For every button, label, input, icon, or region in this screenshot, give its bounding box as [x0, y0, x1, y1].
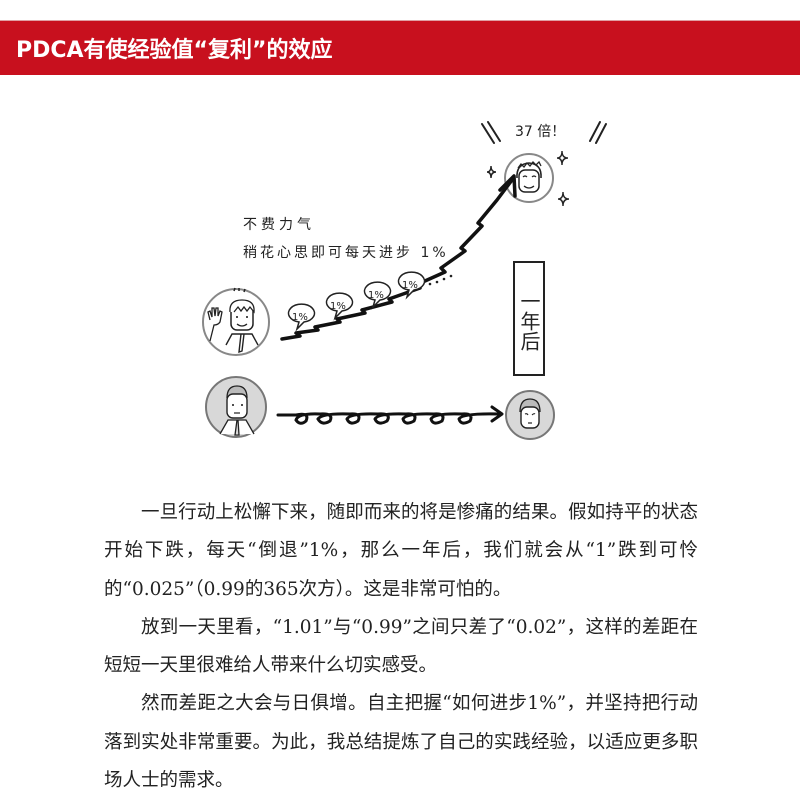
one-year-later-label: 一年后 — [517, 291, 541, 351]
waving-person-avatar — [202, 287, 270, 356]
illustration-drawing — [202, 121, 607, 440]
stagnant-loop-line-icon — [276, 412, 502, 425]
section-title: PDCA有使经验值“复利”的效应 — [16, 38, 333, 63]
ellipsis-dots — [428, 274, 453, 286]
caption-line-1: 不费力气 — [243, 217, 315, 233]
compound-growth-illustration: 37 倍！ 不费力气 稍花心思即可每天进步 1% 1% 1% 1% 1% 一年后 — [202, 121, 607, 440]
one-year-later-box: 一年后 — [513, 261, 545, 376]
result-multiplier-label: 37 倍！ — [515, 124, 566, 140]
paragraph: 放到一天里看，“1.01”与“0.99”之间只差了“0.02”，这样的差距在短短… — [104, 616, 698, 677]
bubble-label: 1% — [330, 301, 346, 312]
paragraph: 然而差距之大会与日俱增。自主把握“如何进步1%”，并坚持把行动落到实处非常重要。… — [104, 693, 698, 792]
growth-curve-icon — [280, 178, 514, 341]
caption-line-2: 稍花心思即可每天进步 1% — [243, 245, 449, 261]
body-text: 一旦行动上松懈下来，随即而来的将是惨痛的结果。假如持平的状态开始下跌，每天“倒退… — [104, 494, 698, 800]
bubble-label: 1% — [292, 312, 308, 323]
sad-person-avatar — [505, 390, 555, 440]
bubble-label: 1% — [368, 290, 384, 301]
section-header-banner: PDCA有使经验值“复利”的效应 — [0, 20, 800, 75]
bubble-label: 1% — [402, 280, 418, 291]
paragraph: 一旦行动上松懈下来，随即而来的将是惨痛的结果。假如持平的状态开始下跌，每天“倒退… — [104, 502, 698, 600]
sparkle-icon — [486, 150, 570, 207]
emphasis-lines-icon — [481, 121, 607, 144]
neutral-person-avatar — [205, 376, 267, 438]
percent-bubbles — [287, 271, 426, 332]
arrow-head-icon — [490, 405, 504, 423]
happy-person-avatar — [504, 153, 554, 203]
arrow-head-icon — [498, 174, 517, 198]
